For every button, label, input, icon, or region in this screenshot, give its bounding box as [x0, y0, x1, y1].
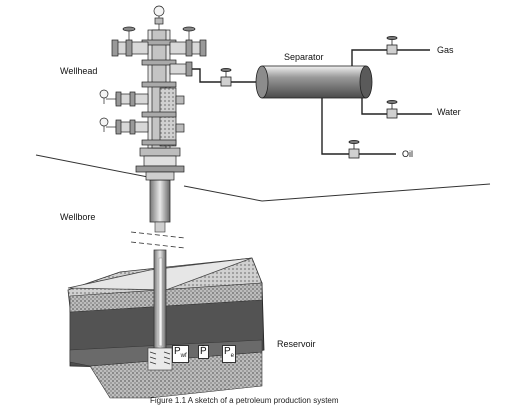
- water-label: Water: [437, 107, 461, 117]
- oil-label: Oil: [402, 149, 413, 159]
- gas-valve: [386, 36, 398, 55]
- separator-label: Separator: [284, 52, 324, 62]
- pwf-symbol: P: [174, 346, 181, 357]
- wellbore: [130, 179, 186, 371]
- oil-line: [321, 98, 396, 155]
- pe-symbol: P: [224, 346, 231, 357]
- figure-caption: Figure 1.1 A sketch of a petroleum produ…: [150, 396, 339, 405]
- pbar-box: P̄: [198, 345, 209, 359]
- wellbore-label: Wellbore: [60, 212, 96, 222]
- pe-box: Pe: [222, 345, 237, 363]
- gas-line: [351, 49, 430, 66]
- pwf-box: Pwf: [172, 345, 189, 363]
- ground-surface: [35, 154, 491, 202]
- pbar-symbol: P̄: [200, 346, 207, 357]
- water-line: [361, 98, 432, 115]
- wellhead-tree: [99, 5, 207, 181]
- pwf-subscript: wf: [180, 353, 187, 359]
- pe-subscript: e: [230, 353, 235, 359]
- separator-vessel: [255, 65, 373, 99]
- gas-label: Gas: [437, 45, 454, 55]
- reservoir-label: Reservoir: [277, 339, 316, 349]
- wellhead-label: Wellhead: [60, 66, 98, 76]
- oil-valve: [348, 139, 360, 159]
- flowline-valve: [220, 68, 232, 87]
- water-valve: [386, 100, 398, 119]
